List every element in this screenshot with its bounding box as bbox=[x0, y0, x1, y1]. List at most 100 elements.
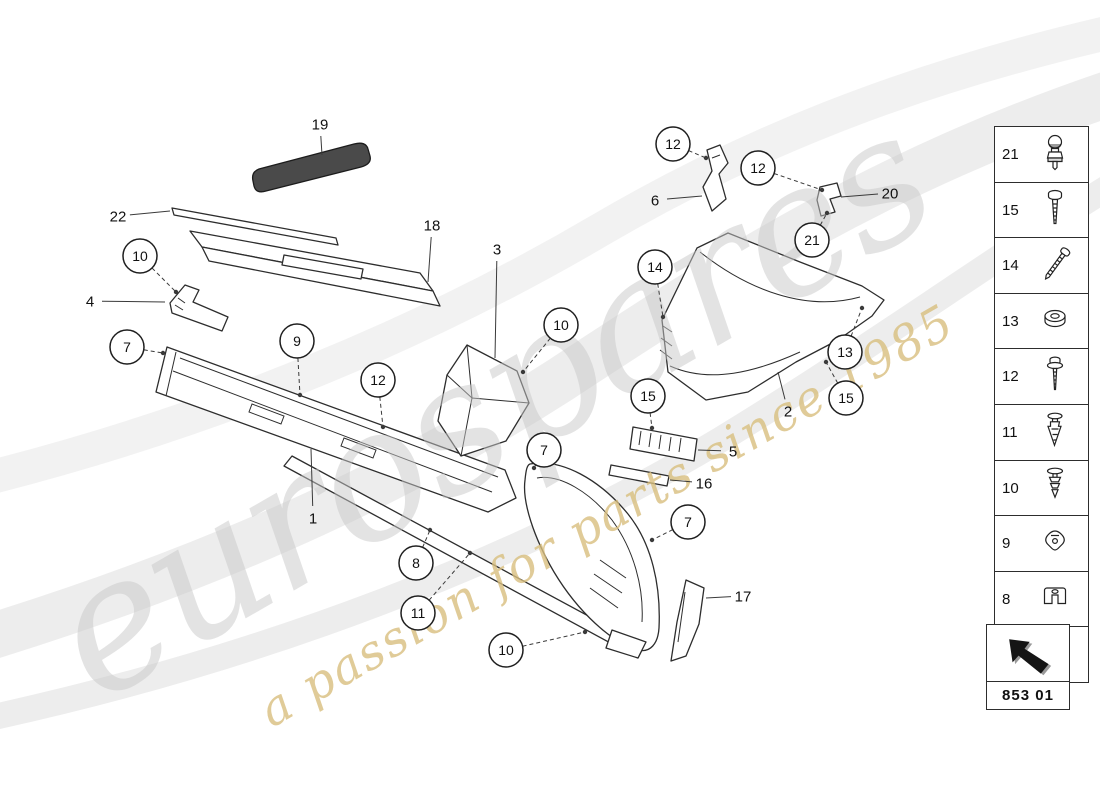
sidebar-item-number: 10 bbox=[1002, 479, 1019, 497]
leader-line-10 bbox=[151, 267, 177, 293]
leader-line-18 bbox=[427, 236, 432, 283]
fastener-point bbox=[703, 155, 709, 161]
callout-number: 6 bbox=[651, 192, 659, 209]
leader-lines bbox=[101, 135, 879, 647]
fastener-point bbox=[819, 187, 825, 193]
background-swoosh bbox=[0, 17, 1100, 729]
callout-number: 12 bbox=[750, 160, 766, 176]
leader-line-17 bbox=[705, 596, 732, 599]
fastener-point bbox=[467, 550, 473, 556]
callout-circle bbox=[360, 362, 396, 398]
callout-13[interactable]: 13 bbox=[827, 334, 863, 370]
callout-22[interactable]: 22 bbox=[110, 208, 127, 225]
callout-circle bbox=[526, 432, 562, 468]
callout-number: 14 bbox=[647, 259, 663, 275]
callout-11[interactable]: 11 bbox=[400, 595, 436, 631]
part-16-strip bbox=[608, 464, 670, 487]
callout-circle bbox=[828, 380, 864, 416]
leader-line-3 bbox=[494, 260, 498, 359]
leader-line-4 bbox=[101, 300, 166, 303]
part-1-details bbox=[165, 351, 499, 493]
fastener-point bbox=[824, 210, 830, 216]
callout-8[interactable]: 8 bbox=[398, 545, 434, 581]
callout-6[interactable]: 6 bbox=[651, 192, 659, 209]
fastener-point bbox=[649, 537, 655, 543]
leader-line-1 bbox=[310, 448, 314, 507]
sidebar-item-number: 14 bbox=[1002, 257, 1019, 275]
part-3-air-duct bbox=[437, 344, 530, 457]
callout-18[interactable]: 18 bbox=[424, 217, 441, 234]
callout-2[interactable]: 2 bbox=[784, 403, 792, 420]
callout-19[interactable]: 19 bbox=[312, 116, 329, 133]
callout-number: 7 bbox=[123, 339, 131, 355]
callout-circle bbox=[740, 150, 776, 186]
callout-number: 20 bbox=[882, 185, 899, 202]
callout-number: 12 bbox=[370, 372, 386, 388]
callout-17[interactable]: 17 bbox=[735, 588, 752, 605]
callout-10[interactable]: 10 bbox=[122, 238, 158, 274]
leader-line-14 bbox=[657, 283, 664, 318]
callout-7[interactable]: 7 bbox=[109, 329, 145, 365]
fastener-point bbox=[520, 369, 526, 375]
fastener-point bbox=[859, 305, 865, 311]
sidebar-item-number: 15 bbox=[1002, 201, 1019, 219]
leader-line-20 bbox=[840, 193, 879, 198]
callout-circle bbox=[109, 329, 145, 365]
fastener-point bbox=[660, 314, 666, 320]
callout-7[interactable]: 7 bbox=[526, 432, 562, 468]
callout-3[interactable]: 3 bbox=[493, 241, 501, 258]
sidebar-item-10[interactable]: 10 bbox=[994, 459, 1089, 517]
fastener-sidebar: 21151413121110987 bbox=[994, 126, 1089, 684]
fastener-point bbox=[173, 289, 179, 295]
sidebar-item-8[interactable]: 8 bbox=[994, 570, 1089, 628]
callout-10[interactable]: 10 bbox=[488, 632, 524, 668]
callout-circle bbox=[637, 249, 673, 285]
callout-circle bbox=[400, 595, 436, 631]
sidebar-item-12[interactable]: 12 bbox=[994, 348, 1089, 406]
sidebar-item-21[interactable]: 21 bbox=[994, 126, 1089, 183]
sidebar-item-13[interactable]: 13 bbox=[994, 292, 1089, 350]
pan-head-screw-icon bbox=[1026, 188, 1084, 232]
callout-10[interactable]: 10 bbox=[543, 307, 579, 343]
sidebar-item-9[interactable]: 9 bbox=[994, 515, 1089, 573]
callout-12[interactable]: 12 bbox=[655, 126, 691, 162]
callout-12[interactable]: 12 bbox=[360, 362, 396, 398]
sidebar-item-14[interactable]: 14 bbox=[994, 237, 1089, 295]
fastener-point bbox=[380, 424, 386, 430]
callout-circle bbox=[279, 323, 315, 359]
part-1-side-member bbox=[155, 346, 517, 513]
callout-4[interactable]: 4 bbox=[86, 293, 94, 310]
sidebar-item-15[interactable]: 15 bbox=[994, 181, 1089, 239]
callout-circle bbox=[794, 222, 830, 258]
callout-14[interactable]: 14 bbox=[637, 249, 673, 285]
callout-circle bbox=[655, 126, 691, 162]
callout-15[interactable]: 15 bbox=[828, 380, 864, 416]
leader-line-16 bbox=[669, 479, 693, 483]
callout-9[interactable]: 9 bbox=[279, 323, 315, 359]
callout-21[interactable]: 21 bbox=[794, 222, 830, 258]
callout-16[interactable]: 16 bbox=[696, 475, 713, 492]
diagram-group-button[interactable]: 853 01 bbox=[986, 624, 1070, 710]
fastener-point bbox=[531, 465, 537, 471]
grommet-washer-icon bbox=[1026, 299, 1084, 343]
leader-line-8 bbox=[422, 529, 431, 548]
part-18-slot bbox=[281, 254, 364, 280]
callout-7[interactable]: 7 bbox=[670, 504, 706, 540]
sidebar-item-11[interactable]: 11 bbox=[994, 404, 1089, 462]
callout-number: 15 bbox=[838, 390, 854, 406]
back-arrow-icon[interactable] bbox=[986, 624, 1070, 682]
callout-5[interactable]: 5 bbox=[729, 443, 737, 460]
callout-15[interactable]: 15 bbox=[630, 378, 666, 414]
leader-line-15 bbox=[649, 412, 653, 429]
callout-circle bbox=[630, 378, 666, 414]
callout-12[interactable]: 12 bbox=[740, 150, 776, 186]
callout-1[interactable]: 1 bbox=[309, 510, 317, 527]
callout-number: 19 bbox=[312, 116, 329, 133]
part-5-bracket bbox=[629, 426, 698, 462]
retaining-clip-icon bbox=[1026, 522, 1084, 566]
push-clip-icon bbox=[1026, 466, 1084, 510]
callout-number: 11 bbox=[411, 605, 426, 621]
callout-20[interactable]: 20 bbox=[882, 185, 899, 202]
